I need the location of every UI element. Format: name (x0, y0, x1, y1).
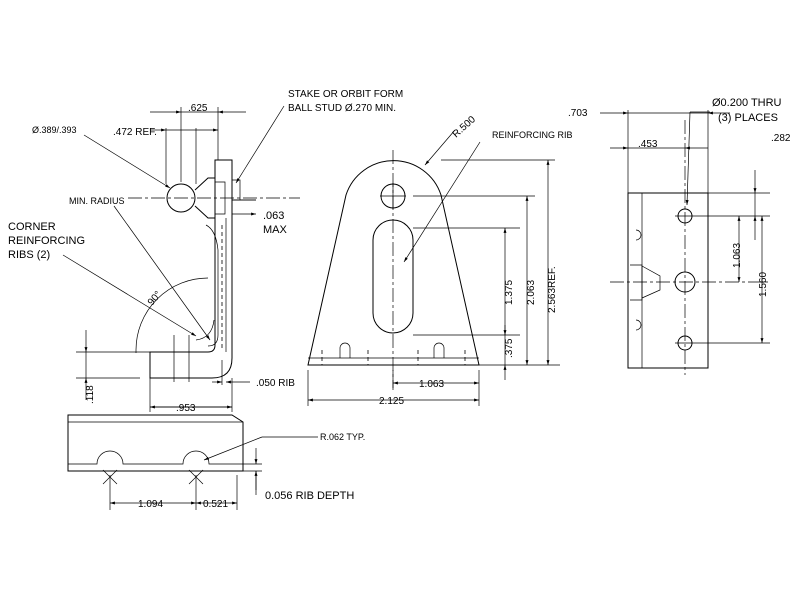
dim-472-ref: .472 REF. (113, 127, 157, 138)
dim-453: .453 (638, 139, 658, 150)
radius-500: R.500 (451, 114, 479, 140)
dim-2125: 2.125 (379, 396, 404, 407)
dim-1063-vertical: 1.063 (732, 243, 743, 268)
dim-1375: 1.375 (504, 280, 515, 305)
rib-depth-label: 0.056 RIB DEPTH (265, 490, 354, 502)
front-view (307, 129, 560, 406)
dim-2063: 2.063 (526, 280, 537, 305)
stake-note-line1: STAKE OR ORBIT FORM (288, 89, 403, 100)
dim-118: .118 (85, 385, 96, 404)
corner-label-line3: RIBS (2) (8, 249, 50, 261)
dim-063-max: MAX (263, 224, 288, 236)
dim-703: .703 (568, 108, 588, 119)
dim-1560: 1.560 (758, 272, 769, 297)
annotations: .625 .472 REF. Ø.389/.393 STAKE OR ORBIT… (8, 89, 791, 510)
dim-050-rib: .050 RIB (256, 378, 295, 389)
end-view (600, 110, 770, 375)
slot (372, 219, 414, 334)
dim-282: .282 (771, 133, 791, 144)
dim-063: .063 (263, 210, 284, 222)
radius-062-typ: R.062 TYP. (320, 432, 365, 442)
min-radius-label: MIN. RADIUS (69, 196, 125, 206)
reinforcing-rib-label: REINFORCING RIB (492, 130, 573, 140)
ball-stud (166, 183, 196, 213)
dim-625: .625 (188, 103, 208, 114)
stake-note-line2: BALL STUD Ø.270 MIN. (288, 103, 396, 114)
hole-note-line1: Ø0.200 THRU (712, 97, 782, 109)
dim-0521: 0.521 (203, 499, 228, 510)
hole-note-line2: (3) PLACES (718, 112, 778, 124)
dim-ball-diameter: Ø.389/.393 (32, 125, 77, 135)
dim-1094: 1.094 (138, 499, 163, 510)
dim-2563-ref: 2.563REF. (547, 266, 558, 313)
angle-90: 90° (146, 289, 164, 308)
dim-375: .375 (504, 338, 515, 358)
corner-label-line2: REINFORCING (8, 235, 85, 247)
dim-1063-horizontal: 1.063 (419, 379, 444, 390)
corner-label-line1: CORNER (8, 221, 56, 233)
side-view (62, 105, 300, 412)
dim-953: .953 (176, 403, 196, 414)
bottom-view (67, 414, 318, 510)
